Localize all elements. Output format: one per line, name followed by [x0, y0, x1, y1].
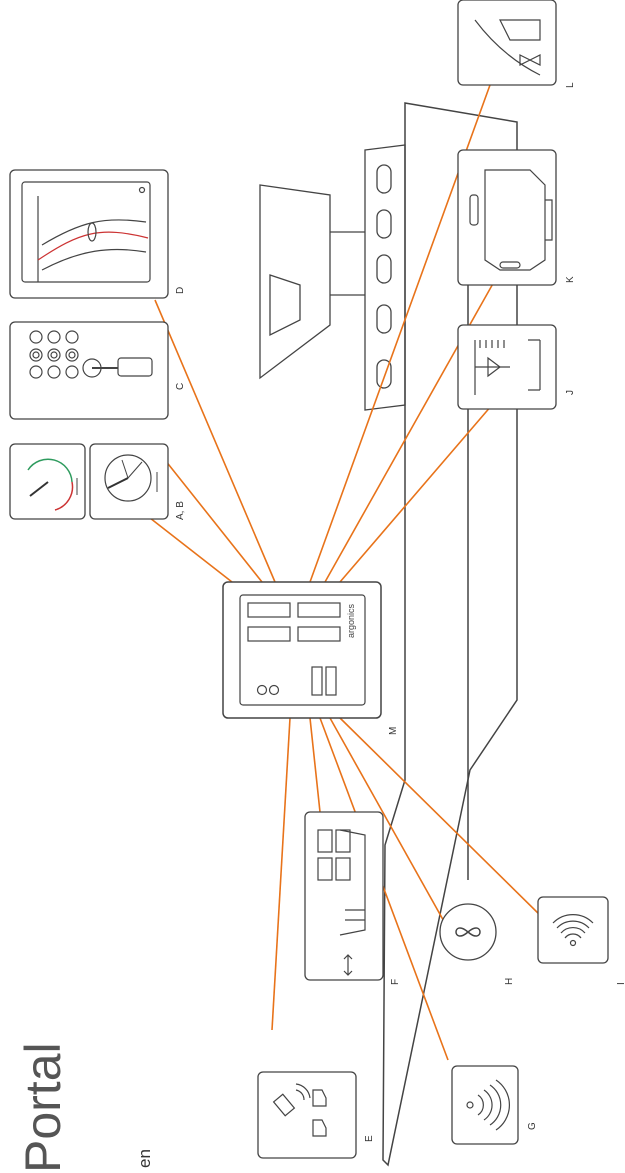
wireless-sensor-icon: [552, 914, 594, 947]
component-label-a-b: A, B: [175, 501, 186, 520]
gauges-module[interactable]: [9, 443, 169, 520]
vessel-cabin: [259, 184, 365, 380]
satellite-gps-icon: [272, 1083, 327, 1137]
satellite-module[interactable]: [257, 1071, 357, 1159]
propeller-icon: [455, 927, 481, 937]
display-unit-module[interactable]: [304, 811, 384, 981]
gauge-dial-icon: [104, 454, 158, 502]
component-label-f: F: [390, 979, 401, 985]
component-label-h: H: [504, 978, 515, 985]
page-title: Portal: [15, 1042, 71, 1173]
display-unit-icon: [317, 829, 366, 976]
rudder-icon: [474, 339, 541, 395]
connection-lines: [149, 84, 546, 1061]
chart-plotter-icon: [21, 181, 151, 283]
chart-plotter-module[interactable]: [9, 169, 169, 299]
component-label-e: E: [364, 1135, 375, 1142]
component-label-k: K: [565, 276, 576, 283]
engine-module[interactable]: [457, 149, 557, 286]
bow-thruster-module[interactable]: [457, 0, 557, 86]
component-label-d: D: [175, 287, 186, 294]
vessel-deck-windows: [364, 144, 406, 411]
gauges-icon: [27, 458, 78, 511]
controller-brand: argonics: [346, 603, 356, 638]
sonar-module[interactable]: [451, 1065, 519, 1145]
component-label-i: I: [616, 982, 625, 985]
page-subtitle: en: [135, 1149, 154, 1168]
bow-thruster-icon: [474, 19, 541, 76]
rudder-module[interactable]: [457, 324, 557, 410]
controller-label: M: [388, 727, 399, 735]
component-label-g: G: [527, 1122, 538, 1130]
component-label-c: C: [175, 383, 186, 390]
propeller-module[interactable]: [439, 903, 497, 961]
sonar-icon: [466, 1079, 510, 1131]
component-label-j: J: [565, 390, 576, 395]
control-lever-module[interactable]: [9, 321, 169, 420]
engine-icon: [469, 169, 553, 271]
control-lever-icon: [29, 330, 153, 379]
component-label-l: L: [565, 82, 576, 88]
wireless-sensor-module[interactable]: [537, 896, 609, 964]
central-controller[interactable]: argonics: [222, 581, 382, 719]
